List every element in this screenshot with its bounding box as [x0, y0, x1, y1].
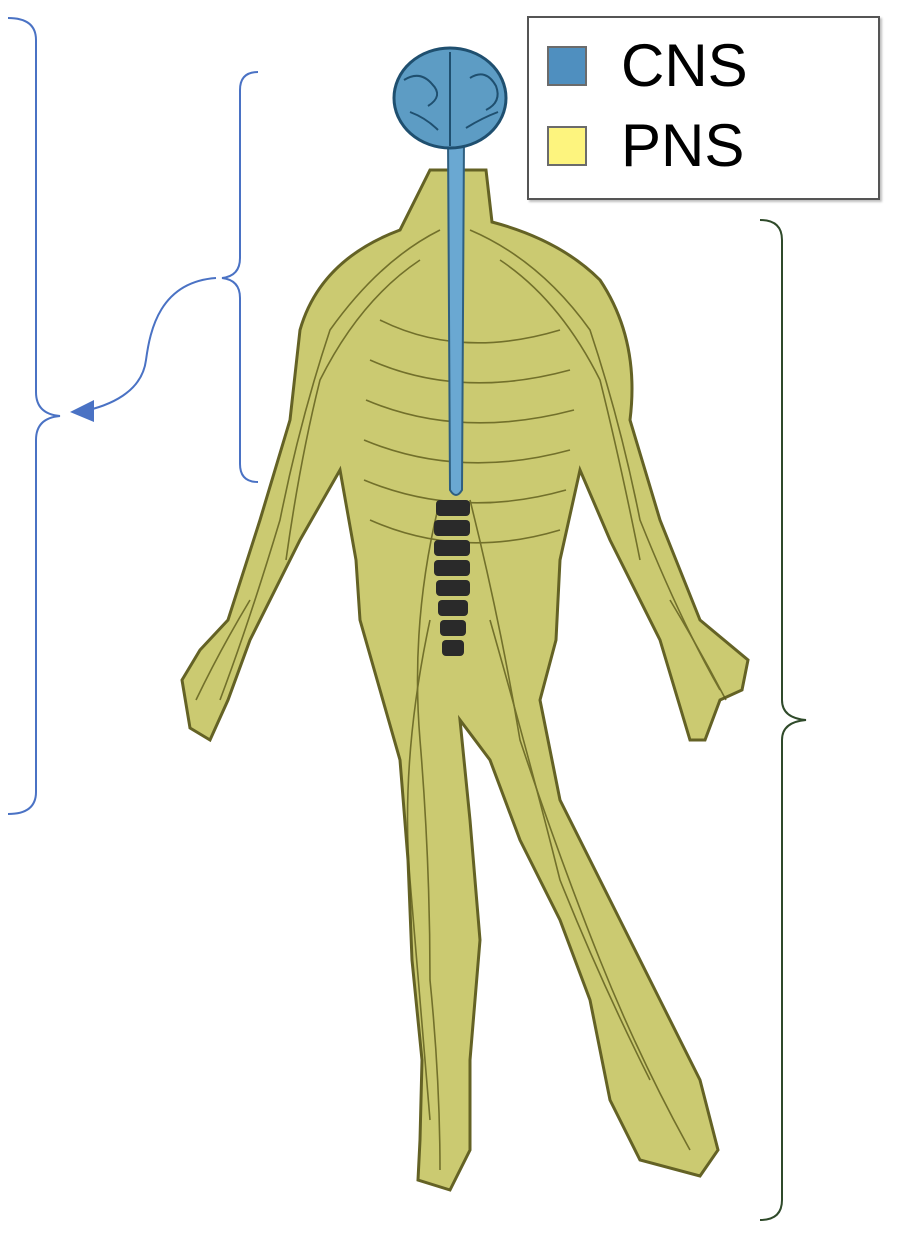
body-figure: [180, 46, 750, 1192]
legend-item-cns: CNS: [547, 30, 748, 102]
vertebrae: [434, 500, 470, 656]
arrow-head: [70, 400, 94, 422]
nerve-strands: [195, 229, 727, 1171]
legend-label-cns: CNS: [621, 32, 748, 99]
outer-left-bracket: [7, 17, 61, 815]
inner-bracket: [221, 71, 259, 483]
spinal-cord: [446, 135, 466, 496]
brain: [392, 46, 508, 150]
legend-label-pns: PNS: [621, 112, 745, 179]
pns-swatch: [547, 126, 587, 166]
torso: [180, 168, 750, 1192]
legend: CNS PNS: [527, 16, 880, 200]
legend-item-pns: PNS: [547, 110, 744, 182]
right-bracket: [759, 219, 807, 1221]
cns-swatch: [547, 46, 587, 86]
curved-arrow: [79, 277, 217, 413]
